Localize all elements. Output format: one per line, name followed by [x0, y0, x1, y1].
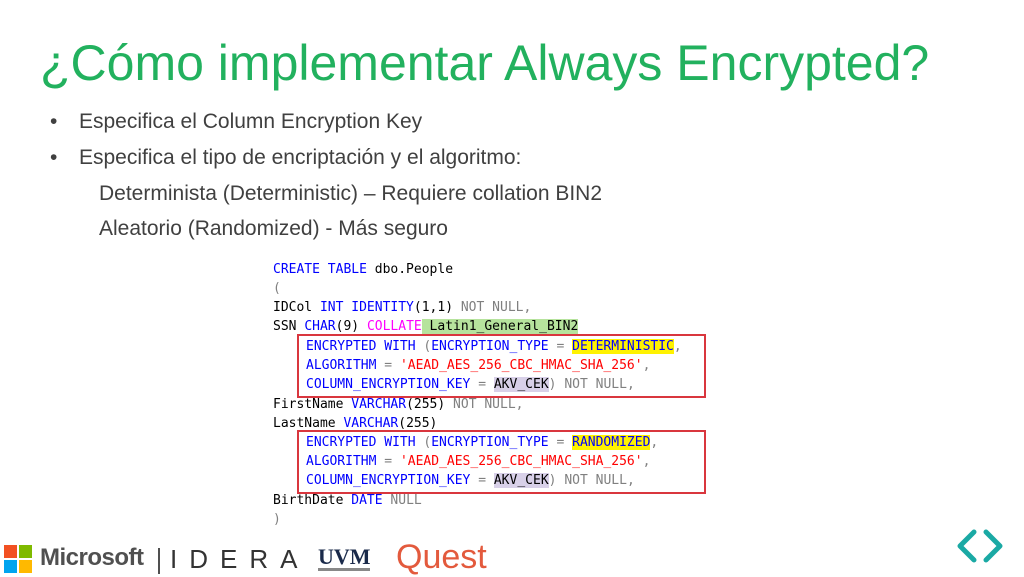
- code-token: ): [548, 377, 565, 392]
- bullet-dot: •: [50, 110, 58, 133]
- code-token: VARCHAR: [343, 416, 399, 431]
- code-token: ,: [515, 397, 524, 412]
- code-token: VARCHAR: [351, 397, 407, 412]
- sub-item-deterministic: Determinista (Deterministic) – Requiere …: [99, 182, 603, 205]
- code-token: (9): [335, 319, 367, 334]
- code-token: FirstName: [273, 397, 352, 412]
- code-token: BirthDate: [273, 493, 352, 508]
- key-highlight: AKV_CEK: [493, 377, 549, 392]
- code-line: ALGORITHM = 'AEAD_AES_256_CBC_HMAC_SHA_2…: [306, 452, 650, 471]
- code-line: IDCol INT IDENTITY(1,1) NOT NULL,: [273, 298, 531, 317]
- code-token: 'AEAD_AES_256_CBC_HMAC_SHA_256': [399, 358, 643, 373]
- code-token: ENCRYPTION_TYPE: [431, 435, 549, 450]
- code-token: =: [376, 358, 400, 373]
- code-token: ALGORITHM: [306, 454, 377, 469]
- code-line: COLUMN_ENCRYPTION_KEY = AKV_CEK) NOT NUL…: [306, 375, 635, 394]
- code-token: ,: [626, 377, 635, 392]
- code-token: (: [273, 281, 281, 296]
- code-line: CREATE TABLE dbo.People: [273, 260, 453, 279]
- code-brackets-logo-icon: [952, 528, 1008, 564]
- code-token: INT IDENTITY: [319, 300, 414, 315]
- code-token: (: [415, 435, 432, 450]
- code-token: (255): [398, 416, 438, 431]
- code-token: NOT NULL: [564, 377, 627, 392]
- code-token: NOT NULL: [460, 300, 524, 315]
- code-token: ALGORITHM: [306, 358, 377, 373]
- code-token: SSN: [273, 319, 305, 334]
- code-token: ENCRYPTION_TYPE: [431, 339, 549, 354]
- collation-highlight: Latin1_General_BIN2: [421, 319, 579, 334]
- key-highlight: AKV_CEK: [493, 473, 549, 488]
- code-token: CREATE TABLE: [273, 262, 367, 277]
- code-line: ): [273, 510, 281, 529]
- idera-logo: IDERA: [170, 544, 310, 574]
- code-token: ENCRYPTED WITH: [306, 435, 416, 450]
- encryption-type-highlight: RANDOMIZED: [572, 435, 651, 450]
- code-line: LastName VARCHAR(255): [273, 414, 437, 433]
- bullet-text: Especifica el Column Encryption Key: [79, 110, 423, 133]
- code-token: NOT NULL: [564, 473, 627, 488]
- code-token: (255): [406, 397, 454, 412]
- code-token: =: [548, 435, 573, 450]
- code-line: (: [273, 279, 281, 298]
- code-token: =: [548, 339, 573, 354]
- code-token: =: [376, 454, 400, 469]
- code-token: ,: [673, 339, 682, 354]
- uvm-logo-underline: [318, 568, 370, 571]
- uvm-logo: UVM: [318, 544, 371, 569]
- randomized-highlight-box: [297, 430, 706, 494]
- code-line: BirthDate DATE NULL: [273, 491, 422, 510]
- bullet-dot: •: [50, 146, 58, 169]
- code-token: NOT NULL: [453, 397, 516, 412]
- code-token: COLUMN_ENCRYPTION_KEY: [306, 377, 471, 392]
- code-token: (: [415, 339, 432, 354]
- code-line: SSN CHAR(9) COLLATE Latin1_General_BIN2: [273, 317, 579, 336]
- code-token: ): [273, 512, 281, 527]
- bullet-text: Especifica el tipo de encriptación y el …: [79, 146, 522, 169]
- code-token: ): [548, 473, 565, 488]
- code-token: DATE: [351, 493, 383, 508]
- code-token: (1,1): [413, 300, 461, 315]
- code-token: COLUMN_ENCRYPTION_KEY: [306, 473, 471, 488]
- code-token: COLLATE: [366, 319, 422, 334]
- code-line: ALGORITHM = 'AEAD_AES_256_CBC_HMAC_SHA_2…: [306, 356, 650, 375]
- code-token: CHAR: [304, 319, 336, 334]
- code-token: 'AEAD_AES_256_CBC_HMAC_SHA_256': [399, 454, 643, 469]
- code-token: dbo.People: [366, 262, 454, 277]
- code-token: ,: [626, 473, 635, 488]
- code-token: =: [470, 377, 494, 392]
- code-token: =: [470, 473, 494, 488]
- code-token: NULL: [382, 493, 422, 508]
- code-token: IDCol: [273, 300, 320, 315]
- code-token: ,: [642, 358, 651, 373]
- microsoft-logo-text: Microsoft: [40, 544, 144, 571]
- logo-separator: [158, 548, 160, 574]
- code-token: LastName: [273, 416, 344, 431]
- microsoft-logo-icon: [4, 545, 32, 573]
- code-line: FirstName VARCHAR(255) NOT NULL,: [273, 395, 524, 414]
- sub-item-randomized: Aleatorio (Randomized) - Más seguro: [99, 217, 448, 240]
- slide-title: ¿Cómo implementar Always Encrypted?: [40, 35, 930, 91]
- code-token: ENCRYPTED WITH: [306, 339, 416, 354]
- code-line: ENCRYPTED WITH (ENCRYPTION_TYPE = RANDOM…: [306, 433, 658, 452]
- sponsor-logos: Microsoft IDERA UVM Quest: [0, 538, 1024, 576]
- code-token: ,: [642, 454, 651, 469]
- code-token: ,: [650, 435, 659, 450]
- code-token: ,: [523, 300, 532, 315]
- quest-logo: Quest: [396, 538, 487, 576]
- code-line: ENCRYPTED WITH (ENCRYPTION_TYPE = DETERM…: [306, 337, 682, 356]
- deterministic-highlight-box: [297, 334, 706, 398]
- encryption-type-highlight: DETERMINISTIC: [572, 339, 674, 354]
- code-line: COLUMN_ENCRYPTION_KEY = AKV_CEK) NOT NUL…: [306, 471, 635, 490]
